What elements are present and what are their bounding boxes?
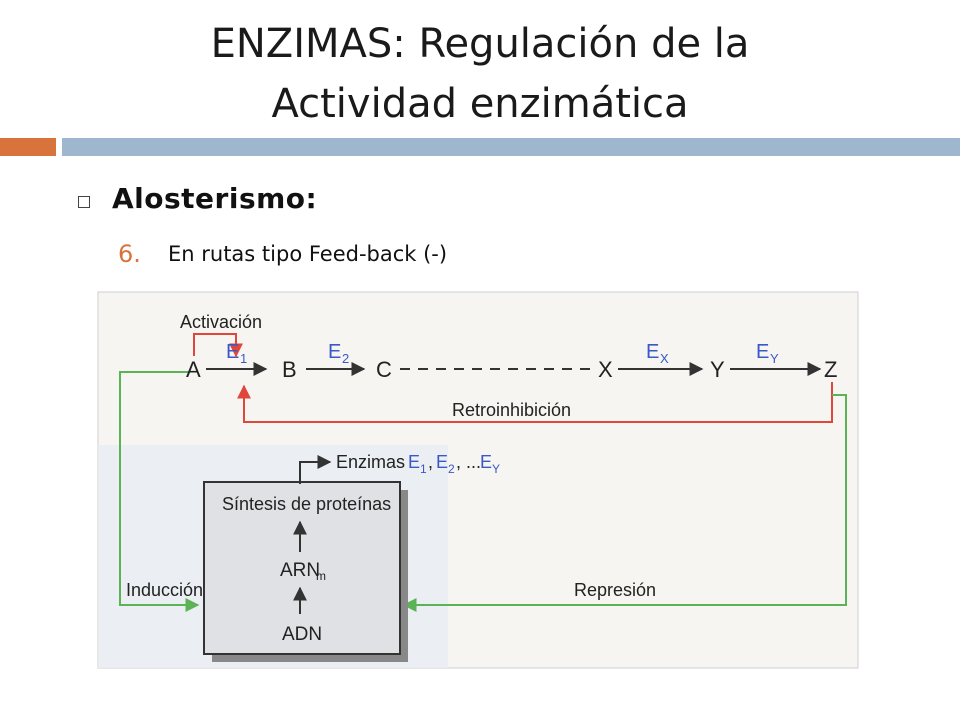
svg-text:2: 2: [342, 351, 349, 366]
svg-text:E: E: [226, 341, 239, 363]
svg-text:E: E: [328, 341, 341, 363]
enzyme-ex-label: E X: [646, 341, 669, 366]
bullet-heading: Alosterismo:: [112, 182, 318, 215]
activation-arrow: [193, 333, 243, 358]
protein-synthesis-label: Síntesis de proteínas: [222, 494, 391, 514]
svg-text:m: m: [316, 569, 326, 583]
slide-title-line-2: Actividad enzimática: [271, 81, 689, 127]
svg-text:ARN: ARN: [280, 560, 320, 581]
node-c: C: [376, 357, 392, 382]
arnm-label: ARN m: [280, 560, 326, 583]
accent-bar-orange: [0, 138, 56, 156]
activation-label: Activación: [180, 312, 262, 332]
svg-text:2: 2: [448, 462, 455, 476]
svg-text:E: E: [646, 341, 659, 363]
arrow-sintesis-enzimas: [299, 455, 332, 484]
node-z: Z: [824, 357, 837, 382]
svg-text:,: ,: [428, 452, 433, 472]
list-item-number: 6.: [118, 240, 141, 268]
square-bullet-icon: [78, 196, 90, 208]
svg-text:Enzimas: Enzimas: [336, 452, 405, 472]
protein-synthesis-box: [203, 481, 401, 655]
node-b: B: [282, 357, 297, 382]
adn-label: ADN: [282, 624, 322, 645]
enzyme-ey-label: E Y: [756, 341, 779, 366]
svg-text:E: E: [480, 452, 492, 472]
repression-label: Represión: [574, 580, 656, 600]
accent-bar-blue: [62, 138, 960, 156]
retroinhibition-arrow: [237, 382, 833, 423]
enzyme-e2-label: E 2: [328, 341, 349, 366]
enzymes-output-label: Enzimas E 1 , E 2 , ... E Y: [336, 452, 500, 476]
node-y: Y: [710, 357, 725, 382]
node-a: A: [186, 357, 201, 382]
node-x: X: [598, 357, 613, 382]
svg-text:E: E: [436, 452, 448, 472]
list-item-text: En rutas tipo Feed-back (-): [168, 242, 448, 266]
repression-arrow: [402, 394, 847, 612]
slide-title-line-1: ENZIMAS: Regulación de la: [210, 21, 750, 67]
retroinhibition-label: Retroinhibición: [452, 400, 571, 420]
induction-label: Inducción: [126, 580, 203, 600]
svg-text:X: X: [660, 351, 669, 366]
svg-text:Y: Y: [770, 351, 779, 366]
svg-text:Y: Y: [492, 462, 500, 476]
svg-text:1: 1: [240, 351, 247, 366]
slide-title: ENZIMAS: Regulación de la Actividad enzi…: [0, 14, 960, 134]
enzyme-e1-label: E 1: [226, 341, 247, 366]
svg-text:E: E: [756, 341, 769, 363]
induction-arrow: [119, 371, 200, 612]
svg-text:1: 1: [420, 462, 427, 476]
svg-text:E: E: [408, 452, 420, 472]
svg-text:, ...: , ...: [456, 452, 481, 472]
